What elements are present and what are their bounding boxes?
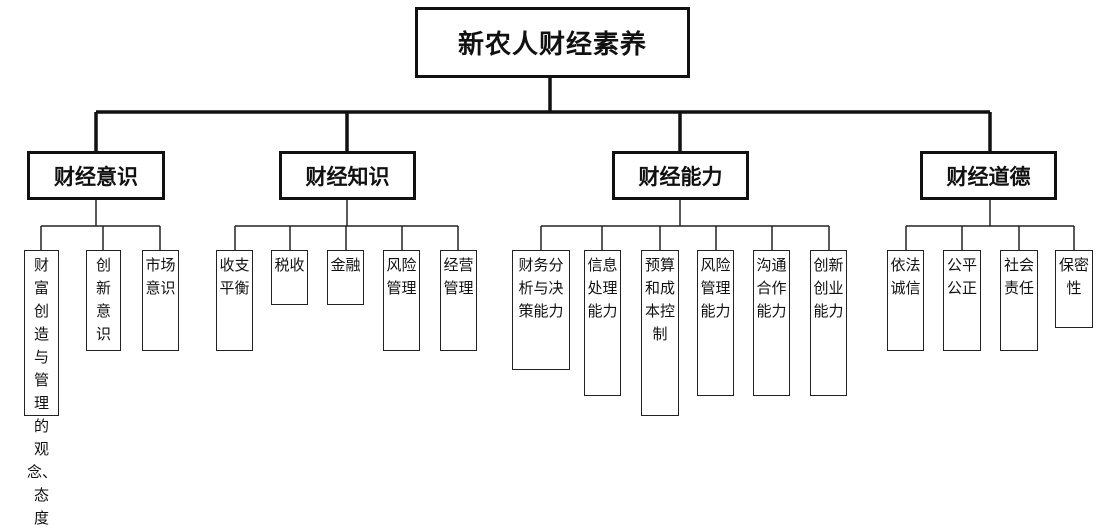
- category-label: 财经知识: [305, 164, 390, 189]
- leaf-label: 经营管理: [443, 256, 474, 297]
- leaf-node: 信息处理能力: [584, 250, 621, 396]
- category-label: 财经道德: [946, 164, 1031, 189]
- leaf-node: 创新创业能力: [810, 250, 847, 396]
- leaf-label: 财富创造与管理的观念、态度: [27, 256, 58, 527]
- leaf-label: 财务分析与决策能力: [518, 256, 564, 320]
- leaf-label: 金融: [330, 256, 361, 274]
- leaf-node: 经营管理: [440, 250, 477, 351]
- leaf-node: 财务分析与决策能力: [512, 250, 570, 370]
- leaf-label: 风险管理: [386, 256, 417, 297]
- category-label: 财经意识: [54, 164, 138, 189]
- leaf-label: 创新创业能力: [813, 256, 844, 320]
- leaf-label: 预算和成本控制: [644, 256, 675, 343]
- root-node: 新农人财经素养: [415, 7, 690, 78]
- leaf-node: 社会责任: [1000, 250, 1038, 351]
- leaf-node: 预算和成本控制: [641, 250, 679, 416]
- leaf-node: 风险管理: [383, 250, 420, 351]
- leaf-node: 保密性: [1055, 250, 1093, 328]
- leaf-label: 收支平衡: [219, 256, 250, 297]
- leaf-node: 沟通合作能力: [753, 250, 790, 396]
- leaf-label: 公平公正: [946, 256, 977, 297]
- leaf-label: 依法诚信: [890, 256, 921, 297]
- leaf-label: 风险管理能力: [700, 256, 731, 320]
- leaf-node: 税收: [271, 250, 308, 305]
- leaf-node: 金融: [327, 250, 364, 305]
- category-financial-knowledge: 财经知识: [279, 151, 416, 200]
- leaf-node: 收支平衡: [216, 250, 253, 351]
- leaf-label: 保密性: [1058, 256, 1089, 297]
- category-financial-ability: 财经能力: [612, 151, 749, 200]
- connector-lines: [40, 78, 1075, 250]
- category-financial-awareness: 财经意识: [27, 151, 165, 200]
- leaf-label: 税收: [274, 256, 305, 274]
- root-label: 新农人财经素养: [457, 30, 647, 60]
- leaf-node: 公平公正: [943, 250, 981, 351]
- leaf-node: 市场意识: [142, 250, 179, 351]
- leaf-label: 创新意识: [95, 256, 111, 343]
- leaf-node: 财富创造与管理的观念、态度: [24, 250, 59, 527]
- leaf-label: 社会责任: [1003, 256, 1034, 297]
- leaf-label: 信息处理能力: [587, 256, 618, 320]
- leaf-node: 风险管理能力: [697, 250, 734, 396]
- category-label: 财经能力: [638, 164, 723, 189]
- category-financial-ethics: 财经道德: [920, 151, 1057, 200]
- leaf-label: 市场意识: [145, 256, 176, 297]
- leaf-node: 创新意识: [86, 250, 121, 351]
- leaf-node: 依法诚信: [887, 250, 924, 351]
- leaf-label: 沟通合作能力: [756, 256, 787, 320]
